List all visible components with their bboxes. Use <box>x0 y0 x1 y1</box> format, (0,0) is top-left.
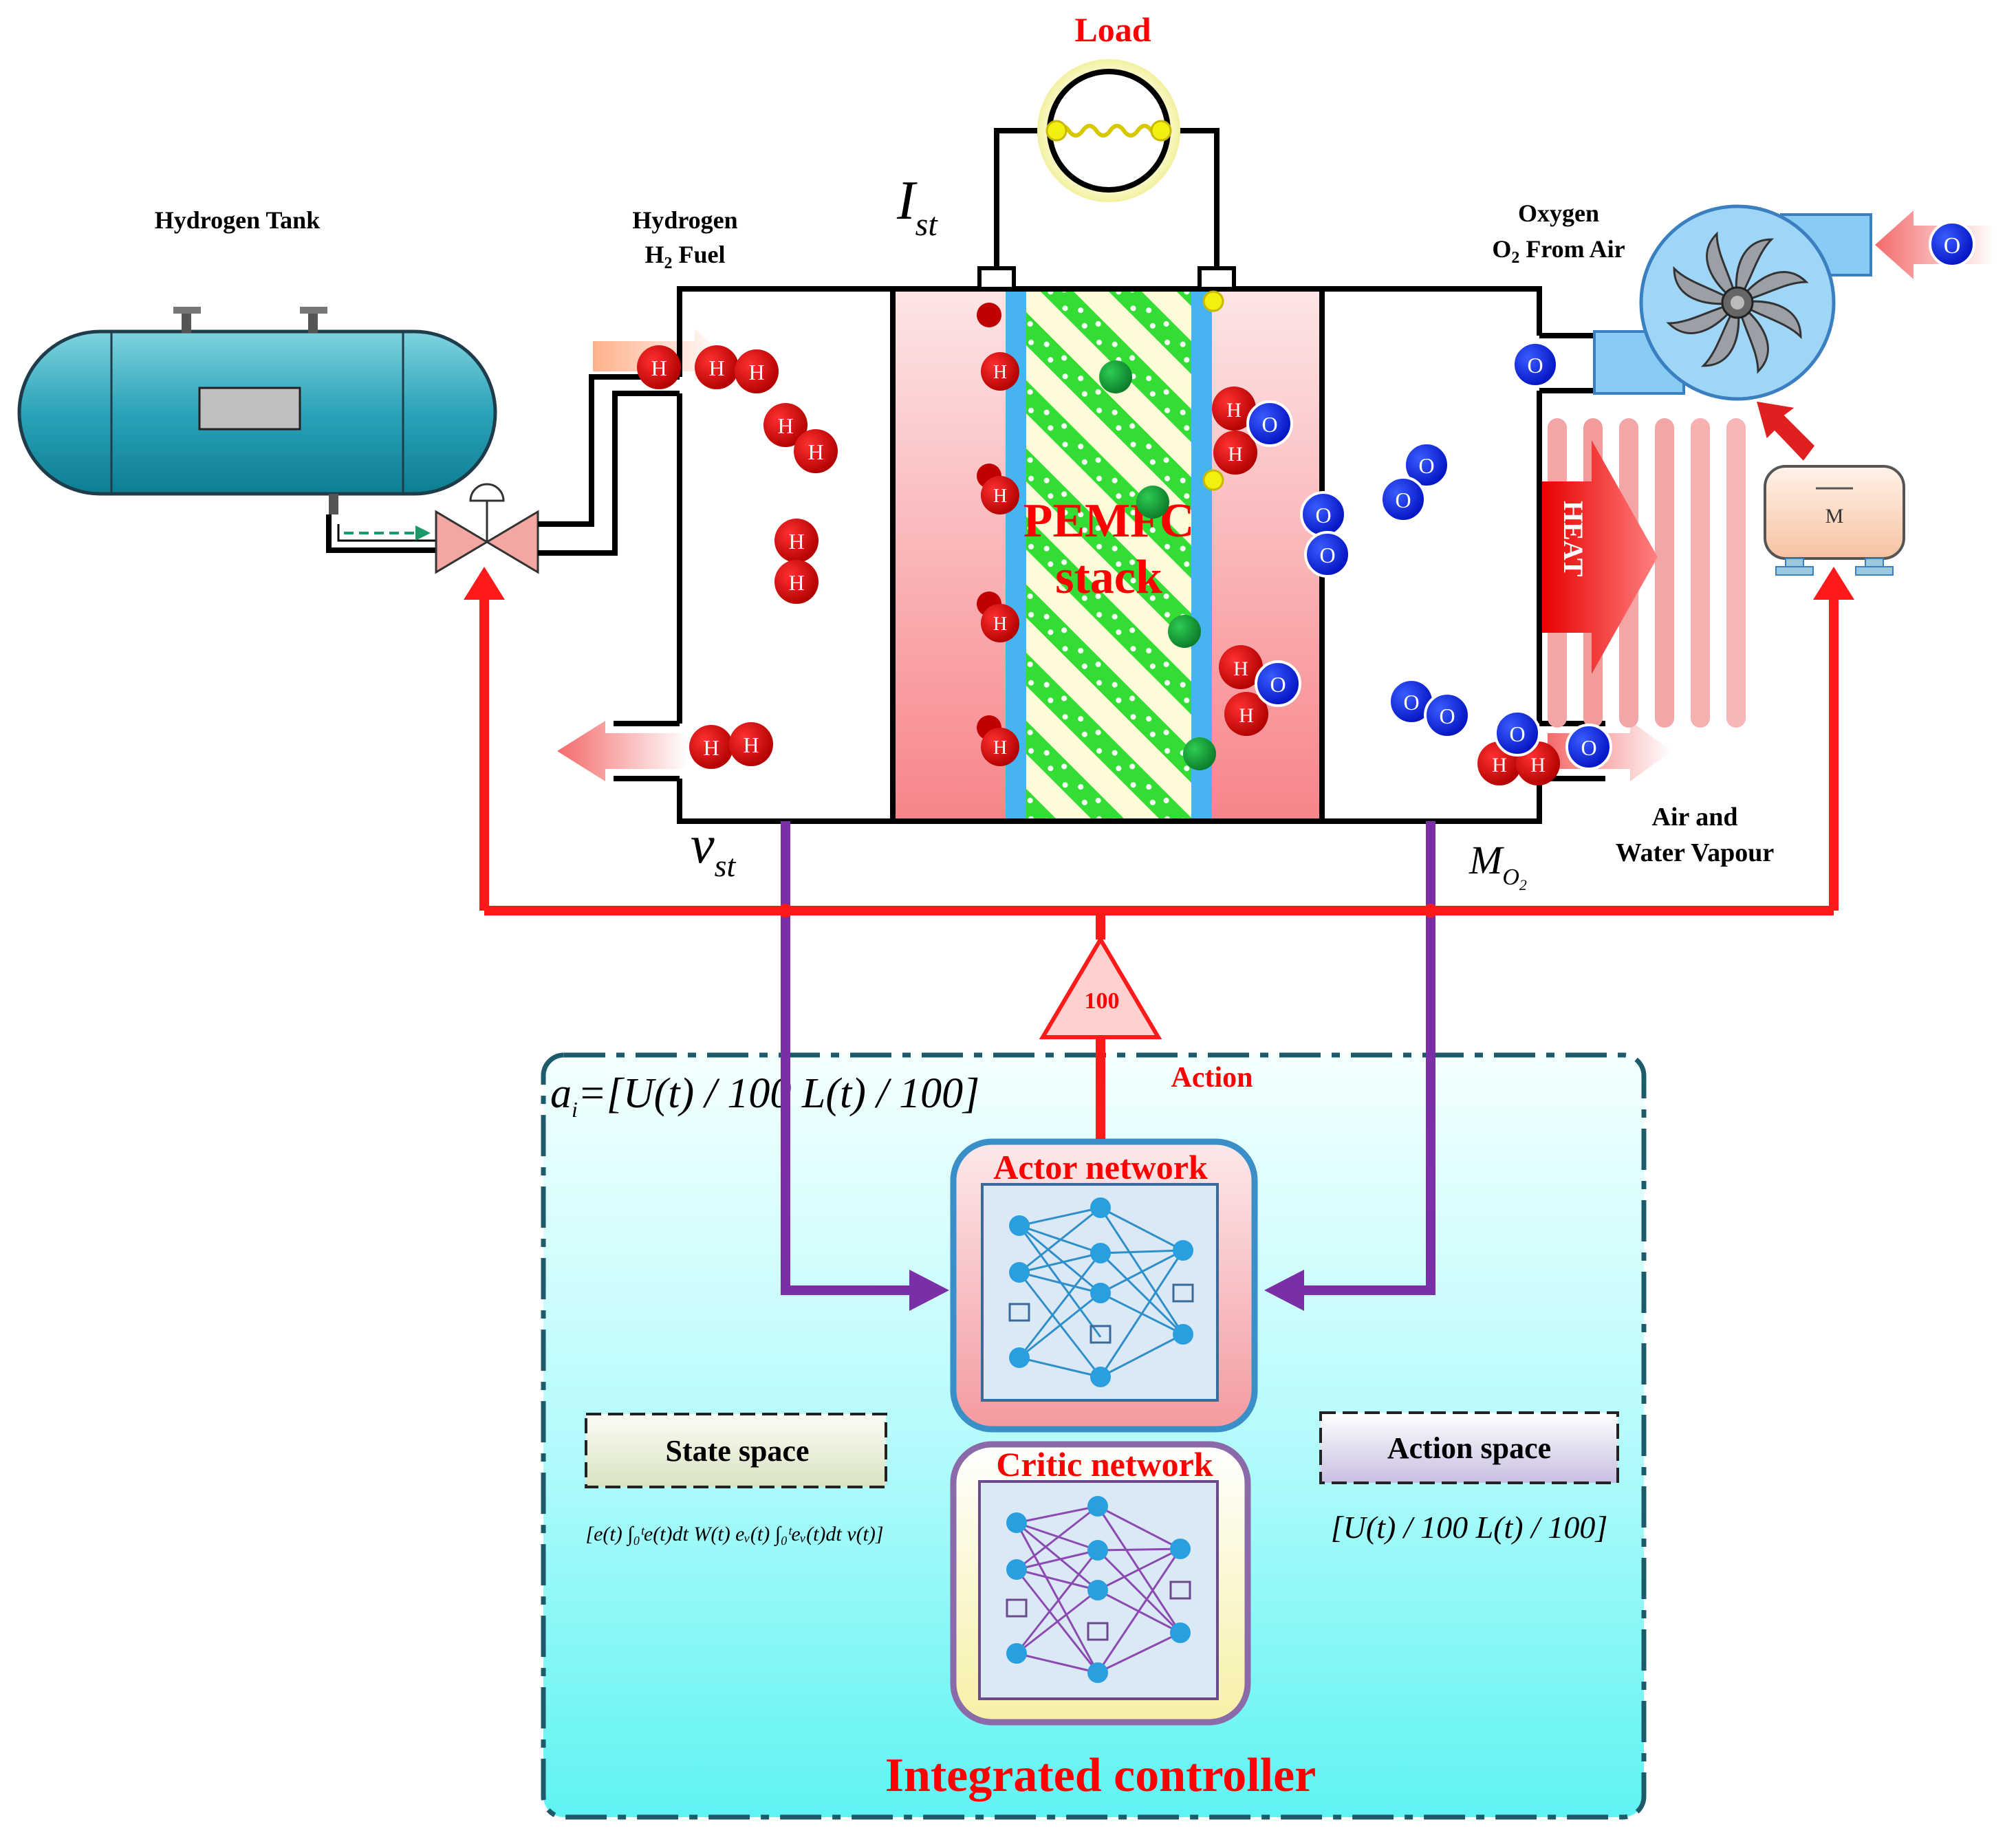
action-space-label: Action space <box>1387 1431 1551 1465</box>
compressor-motor[interactable]: M <box>1764 465 1905 576</box>
stack-voltage-symbol: vst <box>691 814 737 883</box>
hydrogen-tank <box>17 307 497 514</box>
gain-label: 100 <box>1085 988 1120 1014</box>
svg-text:H: H <box>703 735 719 760</box>
load-lamp <box>1037 59 1180 202</box>
action-equation: ai=[U(t) / 100 L(t) / 100] <box>550 1070 979 1122</box>
hydrogen-label: Hydrogen <box>632 206 737 234</box>
action-label: Action <box>1171 1062 1253 1094</box>
svg-text:H: H <box>993 362 1007 383</box>
svg-text:O: O <box>1581 735 1596 760</box>
state-space-label: State space <box>666 1434 810 1468</box>
action-space-box <box>1319 1411 1619 1484</box>
svg-text:H: H <box>993 486 1007 507</box>
svg-text:H: H <box>1228 443 1243 466</box>
water-vapour-label: Water Vapour <box>1616 838 1775 867</box>
svg-text:H: H <box>743 732 759 757</box>
air-and-label: Air and <box>1652 803 1738 832</box>
junction-dot-right <box>1424 904 1438 917</box>
svg-text:H: H <box>777 413 793 438</box>
hydrogen-control-valve[interactable] <box>435 483 539 574</box>
molecule-layer: H H H H H H H H H H H H H H H O H H O O … <box>637 290 1612 785</box>
anode-exhaust-arrow <box>557 721 688 781</box>
motor-drive-arrow <box>1753 399 1817 464</box>
o2-from-air-label: O2 From Air <box>1492 235 1625 267</box>
svg-text:H: H <box>808 439 823 464</box>
svg-text:H: H <box>1530 754 1546 777</box>
svg-text:O: O <box>1261 412 1277 437</box>
svg-text:O: O <box>1403 690 1419 715</box>
actor-neural-net-icon <box>1018 1206 1184 1378</box>
anode-feed-pipe-inner <box>538 391 680 556</box>
svg-text:H: H <box>993 737 1007 759</box>
stack-current-symbol: Ist <box>896 171 938 243</box>
svg-text:H: H <box>788 570 804 595</box>
motor-control-arrowhead <box>1813 567 1854 600</box>
hydrogen-supply-pipe <box>326 514 440 553</box>
svg-text:H: H <box>748 360 764 384</box>
h2-fuel-label: H2 Fuel <box>644 241 725 272</box>
critic-neural-net-icon <box>1015 1505 1182 1674</box>
oxygen-mass-symbol: MO2 <box>1468 838 1527 893</box>
integrated-controller-box <box>541 1052 1647 1820</box>
critic-network-label: Critic network <box>996 1445 1213 1484</box>
heat-radiator: HEAT <box>1542 418 1746 728</box>
svg-text:O: O <box>1509 721 1525 746</box>
svg-text:H: H <box>788 529 804 554</box>
oxygen-label: Oxygen <box>1518 199 1599 227</box>
intake-oxygen-molecule: O <box>1929 221 1975 268</box>
svg-text:H: H <box>1239 704 1254 727</box>
actor-neural-net-nodes <box>1008 1197 1194 1387</box>
svg-text:O: O <box>1315 503 1331 528</box>
motor-label: M <box>1825 505 1844 528</box>
junction-dot-left <box>779 904 792 917</box>
svg-text:O: O <box>1944 233 1961 259</box>
load-label: Load <box>1074 10 1151 49</box>
actor-network-label: Actor network <box>993 1148 1208 1186</box>
action-vector: [U(t) / 100 L(t) / 100] <box>1331 1510 1608 1545</box>
critic-neural-net-nodes <box>1006 1496 1191 1683</box>
svg-text:H: H <box>993 613 1007 635</box>
oxygen-measurement-arrowhead <box>1264 1270 1304 1311</box>
integrated-controller-title: Integrated controller <box>885 1749 1316 1802</box>
svg-text:H: H <box>708 356 724 380</box>
svg-text:O: O <box>1395 488 1411 512</box>
svg-text:H: H <box>651 356 666 380</box>
air-compressor <box>1593 204 1872 401</box>
svg-text:O: O <box>1319 543 1335 567</box>
state-space-box <box>585 1413 887 1488</box>
control-signal-bus <box>479 597 1839 1139</box>
svg-text:H: H <box>1226 399 1242 422</box>
svg-text:H: H <box>1233 658 1248 680</box>
voltage-measurement-arrowhead <box>909 1270 949 1311</box>
svg-text:O: O <box>1418 453 1434 478</box>
measurement-signal-lines <box>781 821 1435 1295</box>
hydrogen-tank-label: Hydrogen Tank <box>155 206 320 234</box>
svg-text:O: O <box>1527 353 1543 378</box>
heat-label: HEAT <box>1558 501 1589 577</box>
svg-text:O: O <box>1439 704 1455 728</box>
svg-text:H: H <box>1492 754 1507 777</box>
stack-label-line2: stack <box>1055 551 1162 604</box>
gain-block <box>1039 935 1162 1039</box>
state-vector: [e(t) ∫₀ᵗe(t)dt W(t) eᵥ(t) ∫₀ᵗeᵥ(t)dt v(… <box>585 1523 883 1547</box>
svg-text:O: O <box>1270 672 1286 697</box>
anode-feed-pipe <box>538 374 680 527</box>
valve-control-arrowhead <box>464 567 505 600</box>
